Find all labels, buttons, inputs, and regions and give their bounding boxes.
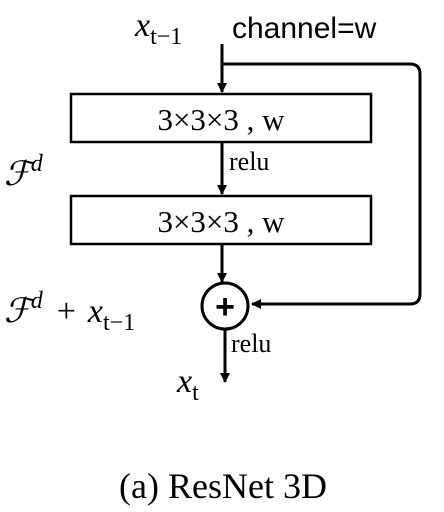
sum-label: ℱd+xt−1 [4,288,135,336]
conv-box-1-label: 3×3×3 , w [157,102,285,137]
figure-caption: (a) ResNet 3D [119,466,327,506]
skip-connection [222,62,422,309]
conv-box-2 [69,194,373,246]
output-label: xt [176,363,199,406]
conv-box-2-label: 3×3×3 , w [157,204,285,239]
relu-label-2: relu [231,329,271,358]
plus-icon: + [215,288,235,326]
relu-label-1: relu [229,147,269,176]
input-label: xt−1 [134,7,182,50]
conv-box-1 [69,92,373,144]
residual-function-label: ℱd [4,151,44,193]
channel-label: channel=w [232,12,377,45]
